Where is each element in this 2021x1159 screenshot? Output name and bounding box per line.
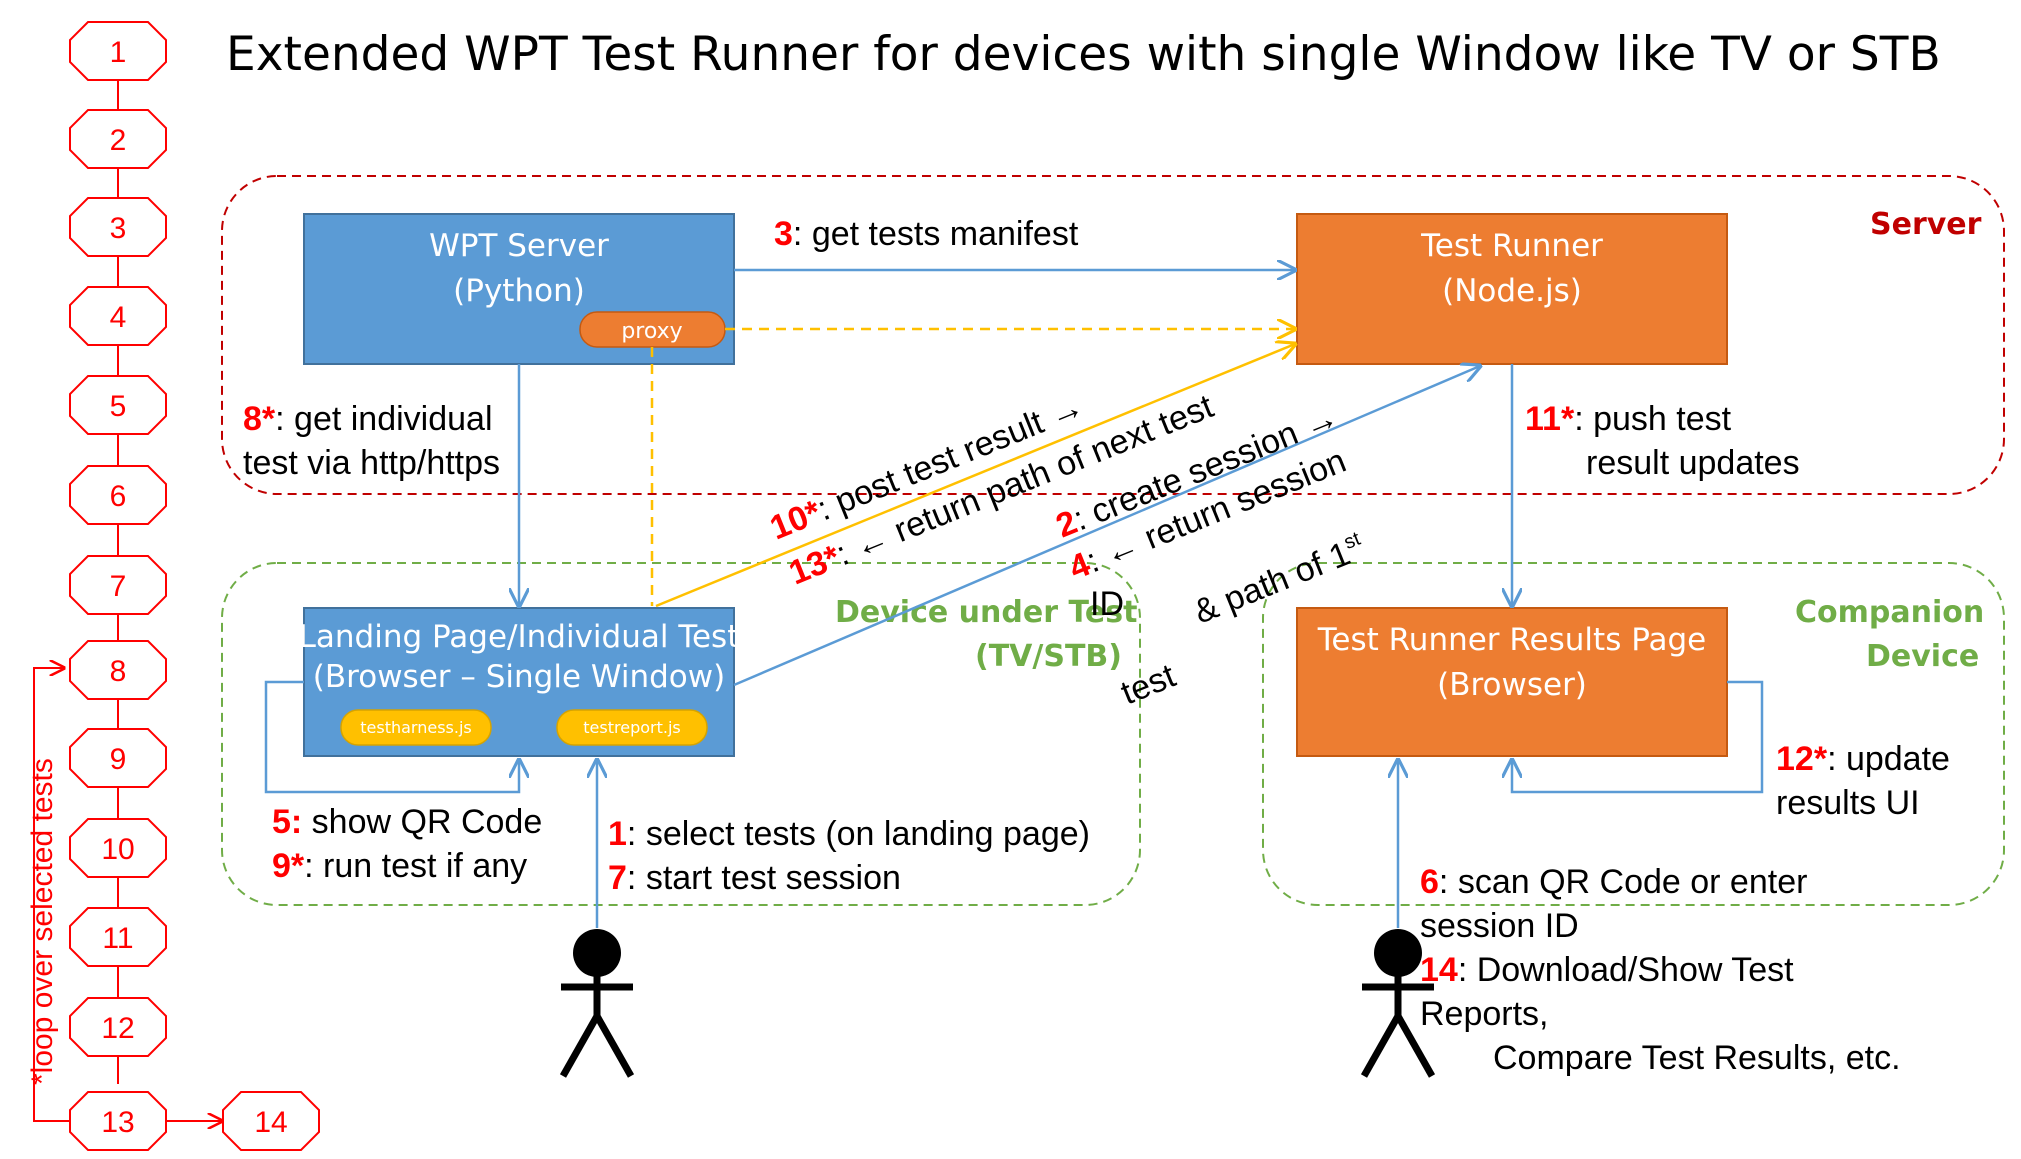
- step-number-2: 2: [110, 124, 127, 157]
- step-number-13: 13: [101, 1106, 134, 1139]
- step-number-11: 11: [102, 922, 133, 955]
- server-zone-label: Server: [1870, 207, 1982, 242]
- step-number-14: 14: [254, 1106, 287, 1139]
- testharness-pill: [340, 709, 492, 746]
- user-companion-actor-icon: [1360, 929, 1436, 1078]
- test-runner-subtitle: (Node.js): [1442, 273, 1582, 309]
- label-download-reports: 14: Download/Show Test: [1420, 951, 1794, 989]
- label-get-individual-test-line2: test via http/https: [243, 444, 500, 482]
- step-octagon-1: [69, 21, 167, 81]
- label-run-test: 9*: run test if any: [272, 847, 527, 885]
- label-update-ui: 12*: update: [1776, 740, 1950, 778]
- arrow-self-loop-results: [1512, 680, 1764, 794]
- wpt-server-title: WPT Server: [429, 228, 609, 264]
- step-number-12: 12: [101, 1012, 134, 1045]
- wpt-server-subtitle: (Python): [453, 273, 585, 309]
- label-scan-qr-line2: session ID: [1420, 907, 1579, 945]
- step-octagon-6: [69, 465, 167, 525]
- step-number-3: 3: [110, 212, 127, 245]
- label-push-updates: 11*: push test: [1525, 400, 1732, 438]
- device-zone-label: Device under Test: [835, 595, 1137, 630]
- results-page-subtitle: (Browser): [1437, 667, 1587, 703]
- step-number-5: 5: [110, 390, 127, 423]
- proxy-label: proxy: [621, 319, 682, 344]
- label-download-reports-line3: Compare Test Results, etc.: [1493, 1039, 1901, 1077]
- landing-page-title: Landing Page/Individual Test: [299, 619, 740, 655]
- label-push-updates-line2: result updates: [1586, 444, 1800, 482]
- step-octagon-13: [69, 1091, 167, 1151]
- step-number-10: 10: [101, 833, 134, 866]
- step-octagon-9: [69, 728, 167, 788]
- test-runner-title: Test Runner: [1420, 228, 1603, 264]
- companion-zone-label: Companion: [1795, 595, 1984, 630]
- testreport-pill: [556, 709, 708, 746]
- arrow-create-session: [733, 366, 1480, 687]
- step-number-6: 6: [110, 480, 127, 513]
- loop-line: [33, 668, 70, 1122]
- label-return-session-id: ID: [1090, 585, 1124, 623]
- label-select-tests: 1: select tests (on landing page): [608, 815, 1090, 853]
- device-zone-sublabel: (TV/STB): [975, 639, 1122, 674]
- results-page-box: [1296, 607, 1728, 757]
- step-number-9: 9: [110, 743, 127, 776]
- label-first-test: test: [1116, 656, 1182, 712]
- companion-zone: [1262, 562, 2005, 906]
- arrow-self-loop-landing: [264, 680, 519, 794]
- loop-label: *loop over selected tests: [26, 758, 59, 1085]
- step-octagon-7: [69, 555, 167, 615]
- label-update-ui-line2: results UI: [1776, 784, 1920, 822]
- label-show-qr: 5: show QR Code: [272, 803, 542, 841]
- results-page-title: Test Runner Results Page: [1317, 622, 1707, 658]
- label-get-individual-test: 8*: get individual: [243, 400, 493, 438]
- label-download-reports-line2: Reports,: [1420, 995, 1549, 1033]
- server-zone: [221, 175, 2005, 495]
- testharness-label: testharness.js: [360, 718, 472, 737]
- step-octagon-10: [69, 818, 167, 878]
- device-zone: [221, 562, 1141, 906]
- arrow-post-test-result: [655, 344, 1295, 608]
- label-get-manifest: 3: get tests manifest: [774, 215, 1079, 253]
- step-number-8: 8: [110, 655, 127, 688]
- landing-page-subtitle: (Browser – Single Window): [313, 659, 725, 695]
- step-number-1: 1: [110, 36, 127, 69]
- test-runner-box: [1296, 213, 1728, 365]
- step-octagon-5: [69, 375, 167, 435]
- page-title: Extended WPT Test Runner for devices wit…: [226, 27, 1941, 82]
- step-octagon-2: [69, 109, 167, 169]
- step-octagon-11: [69, 907, 167, 967]
- companion-zone-sublabel: Device: [1866, 639, 1979, 674]
- step-octagon-8: [69, 640, 167, 700]
- step-octagon-3: [69, 197, 167, 257]
- step-number-7: 7: [110, 570, 127, 603]
- label-start-session: 7: start test session: [608, 859, 901, 897]
- testreport-label: testreport.js: [583, 718, 680, 737]
- label-scan-qr: 6: scan QR Code or enter: [1420, 863, 1807, 901]
- step-octagon-12: [69, 997, 167, 1057]
- user-device-actor-icon: [559, 929, 635, 1078]
- step-number-4: 4: [110, 301, 127, 334]
- step-octagon-4: [69, 286, 167, 346]
